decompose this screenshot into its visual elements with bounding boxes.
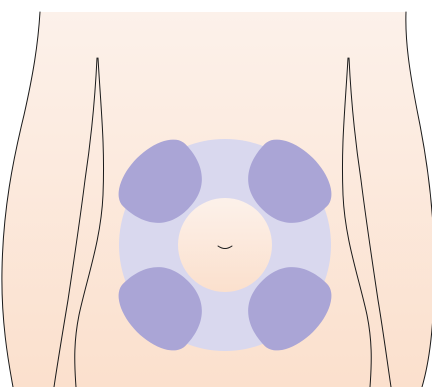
navel-exclusion-area <box>178 198 272 292</box>
injection-zone <box>106 127 344 363</box>
